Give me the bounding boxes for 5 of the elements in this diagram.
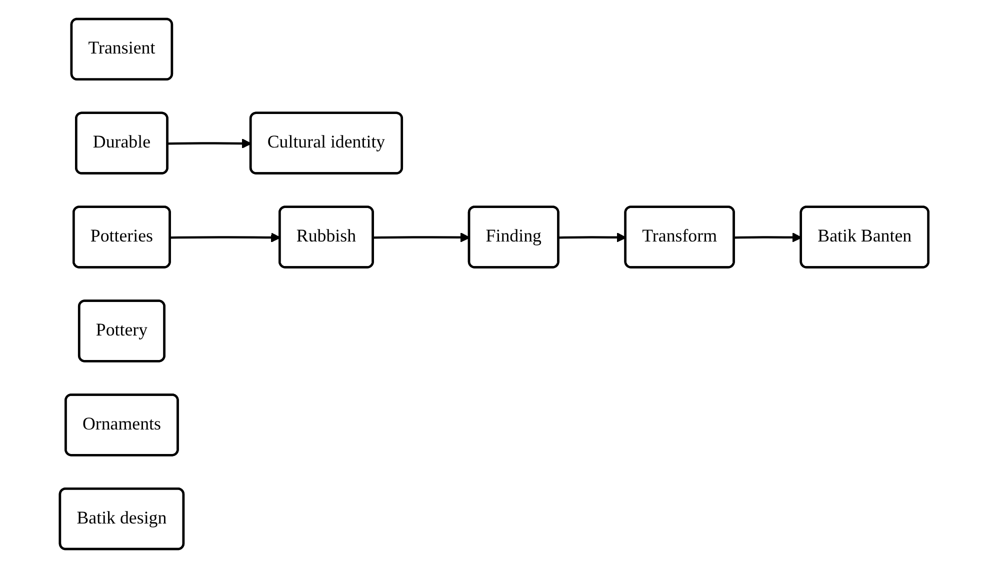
arrow	[734, 232, 802, 242]
arrow	[170, 232, 280, 242]
arrow	[168, 138, 252, 148]
arrow	[373, 232, 470, 242]
arrow	[558, 232, 626, 242]
